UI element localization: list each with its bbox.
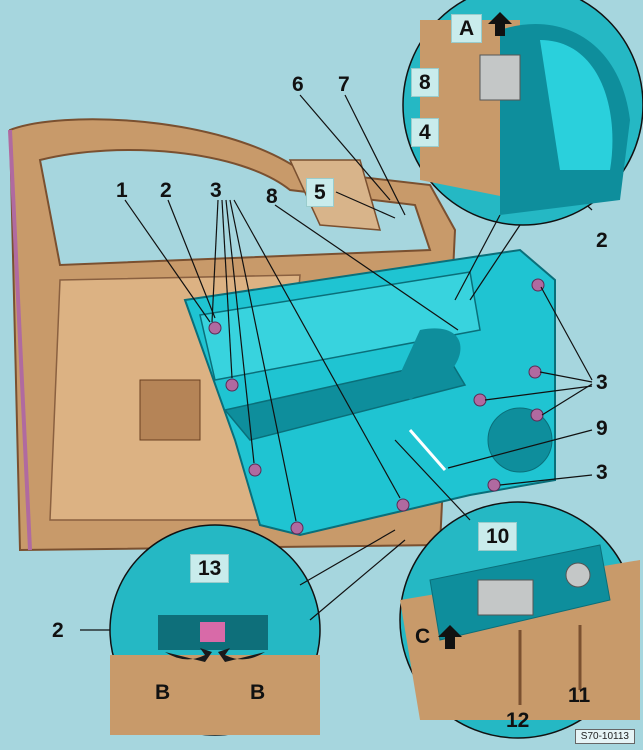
view-label-b: B — [250, 681, 266, 704]
callout-3: 3 — [210, 179, 222, 202]
callout-2: 2 — [52, 619, 64, 642]
view-label-c: C — [415, 625, 431, 648]
callout-3: 3 — [596, 461, 608, 484]
detail-view-b — [109, 524, 321, 736]
view-label-a: A — [451, 14, 483, 43]
callout-5: 5 — [306, 178, 334, 207]
detail-view-a — [402, 0, 643, 226]
callout-3: 3 — [596, 371, 608, 394]
view-label-b: B — [155, 681, 171, 704]
callout-9: 9 — [596, 417, 608, 440]
detail-connectors — [299, 214, 521, 621]
detail-view-c — [399, 501, 640, 739]
figure-code: S70-10113 — [574, 729, 635, 744]
door-frame — [8, 118, 457, 552]
callout-1: 1 — [116, 179, 128, 202]
callout-2: 2 — [160, 179, 172, 202]
callout-8: 8 — [411, 68, 439, 97]
callout-12: 12 — [506, 709, 530, 732]
screw-points — [208, 278, 545, 535]
callout-6: 6 — [292, 73, 304, 96]
callout-11: 11 — [568, 684, 591, 707]
callout-8: 8 — [266, 185, 278, 208]
callout-13: 13 — [190, 554, 230, 583]
callout-4: 4 — [411, 118, 439, 147]
callout-7: 7 — [338, 73, 350, 96]
callout-2: 2 — [596, 229, 608, 252]
callout-10: 10 — [478, 522, 518, 551]
direction-arrows — [438, 12, 512, 649]
